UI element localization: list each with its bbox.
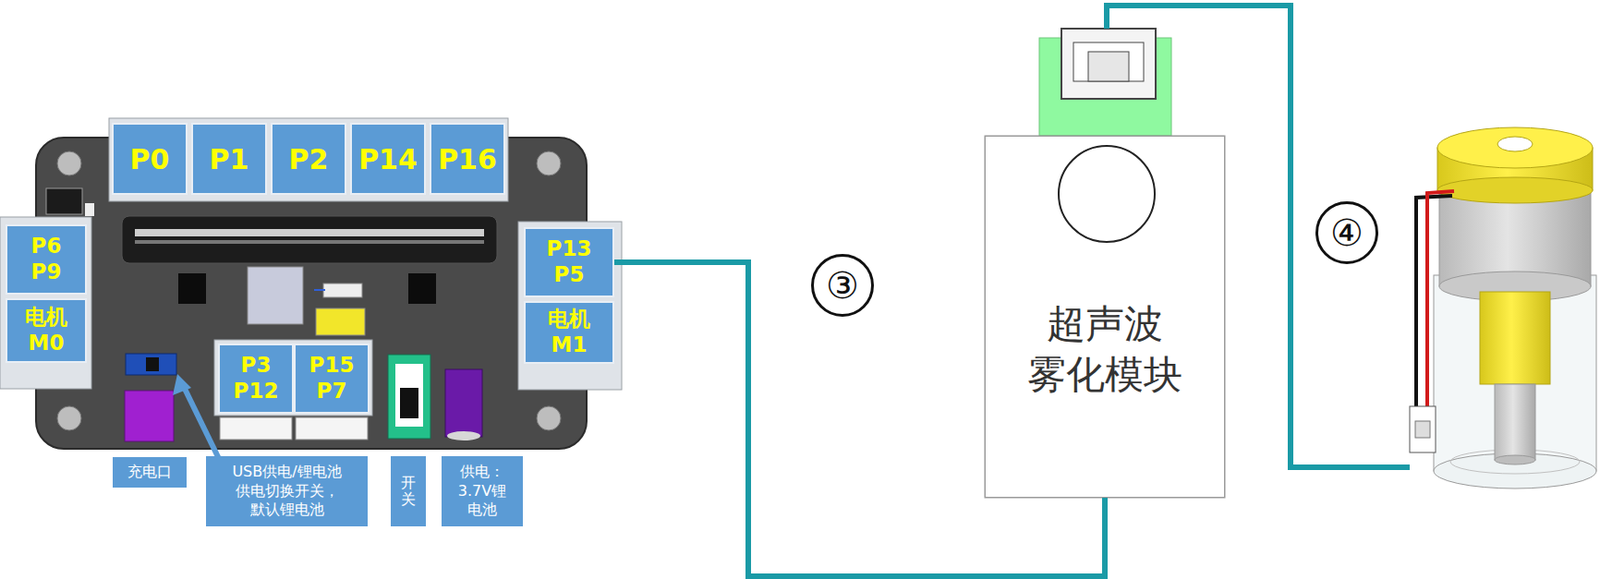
part-label: USB供电/锂电池 供电切换开关，默认锂电池 [206,456,368,527]
part-label: 充电口 [112,457,187,488]
node-text: P15 P7 [309,352,355,404]
node-text: 开关 [400,474,416,508]
pin-header: P16 [429,122,506,195]
node-text: 电机 M0 [24,304,68,356]
pin-header: P0 [111,122,188,195]
node-text: USB供电/锂电池 供电切换开关，默认锂电池 [230,462,344,521]
node-text: 供电：3.7V锂电池 [456,462,509,521]
node-text: P16 [437,143,497,176]
pin-header: P6 P9 [5,224,87,295]
node-text: P6 P9 [31,233,62,285]
pin-header: P13 P5 [523,227,615,298]
pin-header: P2 [270,122,347,195]
node-text: P3 P12 [233,352,279,404]
callout-number: ④ [1315,201,1379,265]
pin-header: P3 P12 [218,343,294,414]
motor-port: 电机 M1 [523,301,615,364]
callout-number: ③ [811,254,874,317]
pin-header: P1 [191,122,267,195]
part-label: 供电：3.7V锂电池 [441,456,523,527]
node-text: 超声波 雾化模块 [1027,299,1183,400]
module-box: 超声波 雾化模块 [984,135,1225,498]
node-text: 充电口 [127,462,172,483]
atomizer-module [984,28,1225,498]
node-text: P2 [289,143,329,176]
atomizer-device [1409,127,1597,489]
motor-port: 电机 M0 [5,298,87,364]
controller-board [0,118,622,465]
part-label: 开关 [390,456,426,527]
node-text: P14 [358,143,418,176]
pin-header: P15 P7 [293,343,370,414]
node-text: P13 P5 [546,236,593,288]
node-text: P0 [130,143,170,176]
pin-header: P14 [350,122,426,195]
node-text: P1 [209,143,250,176]
wire [1106,5,1410,468]
node-text: 电机 M1 [547,306,591,358]
